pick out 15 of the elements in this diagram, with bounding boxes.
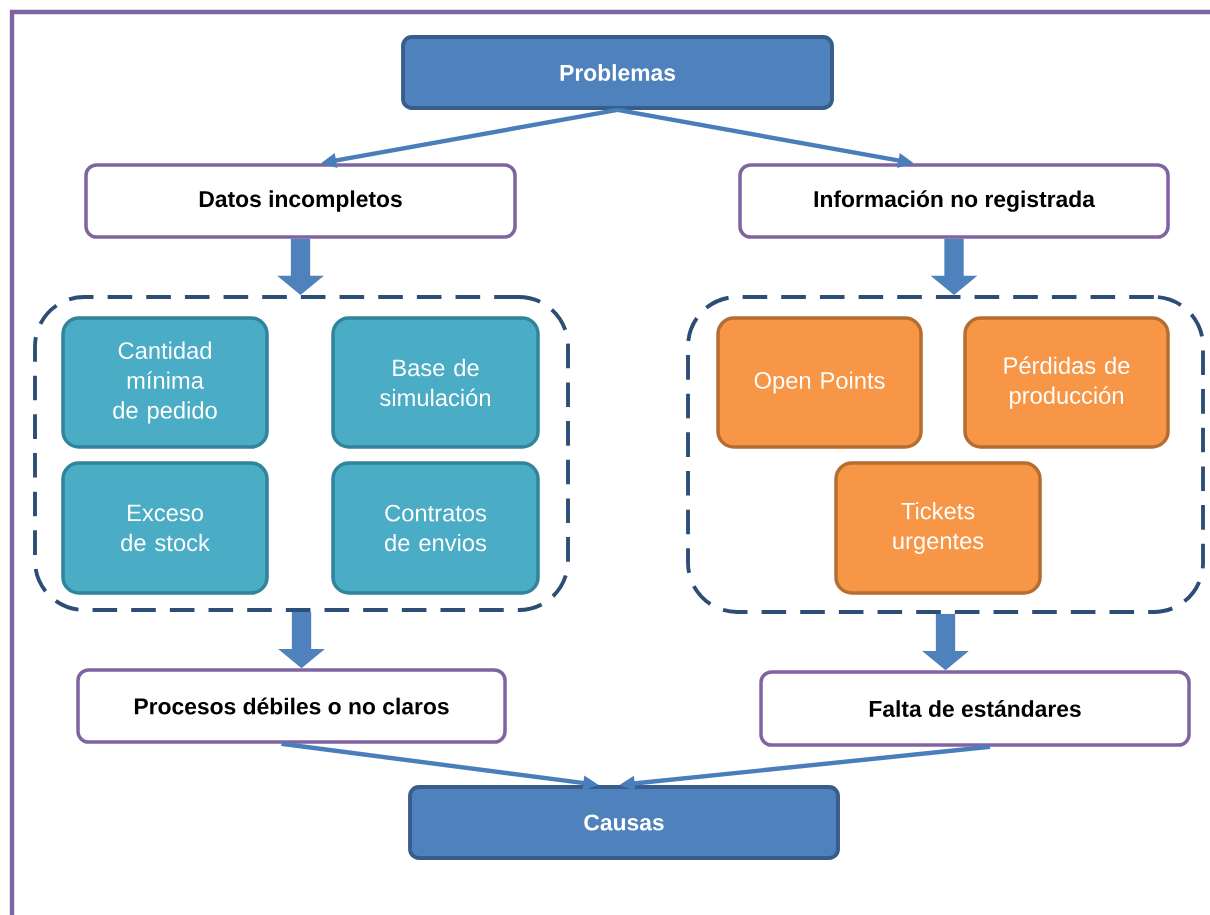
cause-box: Tickets urgentes [834,461,1042,595]
cause-box: Cantidad mínima de pedido [61,316,269,449]
heading-box: Problemas [401,35,834,110]
cause-box: Base de simulación [331,316,540,449]
cause-box: Open Points [716,316,923,449]
dashed-group-frame [686,295,1205,614]
category-box: Datos incompletos [84,163,517,239]
category-box: Procesos débiles o no claros [76,668,507,744]
cause-box: Exceso de stock [61,461,269,595]
cause-box: Pérdidas de producción [963,316,1170,449]
category-box: Falta de estándares [759,670,1191,747]
dashed-group-frame [33,295,570,612]
cause-box: Contratos de envios [331,461,540,595]
category-box: Información no registrada [738,163,1170,239]
heading-box: Causas [408,785,840,860]
